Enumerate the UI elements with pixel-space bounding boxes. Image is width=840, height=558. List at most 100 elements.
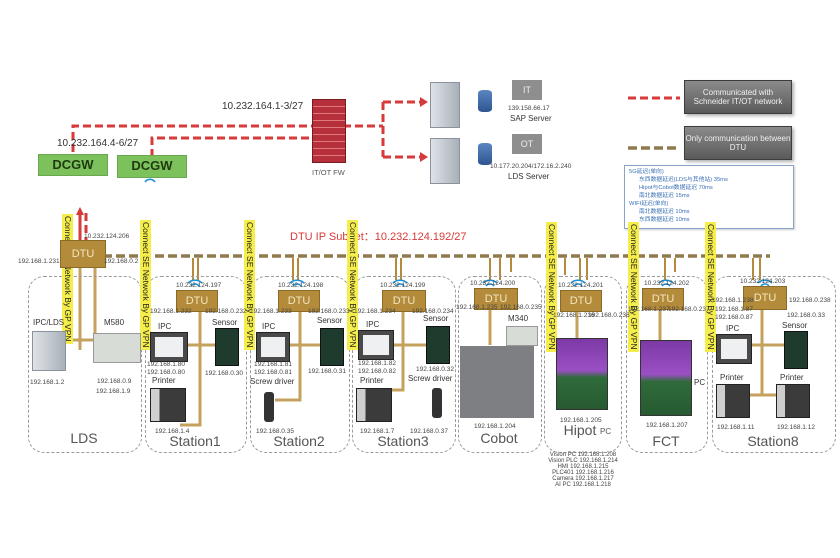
ipc-ip: 192.168.0.81 <box>254 369 292 376</box>
dcgw-node-2[interactable]: DCGW <box>117 155 187 178</box>
vpn-label: Connect SE Network By GP VPN <box>546 222 557 352</box>
printer-icon[interactable] <box>150 388 186 422</box>
dcgw1-fw-link <box>71 124 312 152</box>
latency-heading-5g: 5G延迟(单向) <box>629 169 664 175</box>
screwdriver-ip: 192.168.0.35 <box>256 428 294 435</box>
sensor-icon[interactable] <box>320 328 344 366</box>
hipot-machine-ip: 192.168.1.205 <box>560 417 602 424</box>
ipc-ip: 192.168.0.87 <box>715 314 753 321</box>
latency-item: 东西数据延迟 10ms <box>639 217 690 223</box>
vpn-label: Connect SE Network By GP VPN <box>347 220 358 350</box>
hipot-machine-icon[interactable] <box>556 338 608 410</box>
dtu-node-station8[interactable]: DTU <box>743 286 787 310</box>
printer-icon[interactable] <box>776 384 810 418</box>
wifi-icon <box>570 279 586 287</box>
hipot-ip-item: HMI 192.168.1.215 <box>557 464 609 470</box>
dtu-ip-top: 10.232.124.198 <box>278 282 324 289</box>
hipot-ip-item: AI PC 192.168.1.218 <box>555 482 611 488</box>
sensor-label: Sensor <box>212 318 238 327</box>
plc-m580-ip: 192.168.1.9 <box>96 388 131 395</box>
zone-label-hipot: Hipot <box>563 422 597 438</box>
dtu-node-lds[interactable]: DTU <box>60 240 106 268</box>
legend-tan-label: Only communication between DTU <box>684 126 792 160</box>
screwdriver-icon[interactable] <box>264 392 274 422</box>
dtu-ip-left: 192.168.1.232 <box>150 308 192 315</box>
sensor-icon[interactable] <box>784 331 808 369</box>
sap-server-ip: 139.158.66.17 <box>508 105 550 112</box>
ipc-ip: 192.168.1.82 <box>358 360 396 367</box>
dtu-node-hipot[interactable]: DTU <box>560 290 602 312</box>
sensor-ip: 192.168.0.31 <box>308 368 346 375</box>
ipc-lds-label: IPC/LDS <box>33 318 65 327</box>
dcgw-node-1[interactable]: DCGW <box>38 154 108 176</box>
hipot-extra-ips: Vision PC 192.168.1.208 Vision PLC 192.1… <box>546 452 620 488</box>
dtu-ip-top: 10.232.124.206 <box>84 233 130 240</box>
sensor-label: Sensor <box>317 316 343 325</box>
dtu-ip-right: 192.168.0.238 <box>789 297 831 304</box>
dtu-ip-left: 192.168.1.231 <box>18 258 60 265</box>
zone-label-station3: Station3 <box>377 433 429 449</box>
ipc-icon[interactable] <box>358 330 394 360</box>
database-icon <box>478 143 492 165</box>
fw-ip-label: 10.232.164.1-3/27 <box>222 101 304 112</box>
printer-ip: 192.168.1.11 <box>717 424 755 431</box>
dtu-node-fct[interactable]: DTU <box>642 288 684 310</box>
fct-machine-icon[interactable] <box>640 340 692 416</box>
vpn-label: Connect SE Network By GP VPN <box>244 220 255 350</box>
latency-item: 南北数据延迟 10ms <box>639 209 690 215</box>
dtu-node-cobot[interactable]: DTU <box>474 288 518 310</box>
legend-red-label: Communicated with Schneider IT/OT networ… <box>684 80 792 114</box>
firewall-label: IT/OT FW <box>312 168 345 177</box>
cobot-icon[interactable] <box>460 346 534 418</box>
printer-ip: 192.168.1.4 <box>155 428 190 435</box>
ipc-icon[interactable] <box>150 332 188 362</box>
dtu-ip-right: 192.168.0.236 <box>588 312 630 319</box>
sensor-ip: 192.168.0.33 <box>787 312 825 319</box>
latency-heading-wifi: WIFI延迟(单向) <box>629 201 669 207</box>
dtu-backbone <box>103 146 770 258</box>
ipc-ip: 192.168.1.87 <box>715 306 753 313</box>
hipot-ip-item: Vision PC 192.168.1.208 <box>549 452 617 458</box>
wifi-icon <box>757 279 773 287</box>
ipc-label: IPC <box>262 322 276 331</box>
cobot-ip: 192.168.1.204 <box>474 423 516 430</box>
zone-fct <box>626 276 708 453</box>
sensor-icon[interactable] <box>426 326 450 364</box>
hipot-ip-item: Vision PLC 192.168.1.214 <box>548 458 618 464</box>
dtu-ip-right: 192.168.0.234 <box>412 308 454 315</box>
zone-station3 <box>352 276 456 453</box>
lds-server-label: LDS Server <box>508 172 550 181</box>
screwdriver-icon[interactable] <box>432 388 442 418</box>
vpn-label: Connect SE Network By GP VPN <box>628 222 639 352</box>
fct-machine-ip: 192.168.1.207 <box>646 422 688 429</box>
ipc-ip: 192.168.0.82 <box>358 368 396 375</box>
printer-icon[interactable] <box>716 384 750 418</box>
ipc-icon[interactable] <box>716 334 752 364</box>
sap-server-icon[interactable] <box>430 82 460 128</box>
ipc-icon[interactable] <box>256 332 290 362</box>
plc-m580-ip: 192.168.0.9 <box>97 378 132 385</box>
wifi-icon <box>658 279 674 287</box>
hipot-ip-item: Camera 192.168.1.217 <box>552 476 614 482</box>
dtu-ip-left: 192.168.1.237 <box>628 306 670 313</box>
sensor-icon[interactable] <box>215 328 239 366</box>
printer-ip: 192.168.1.7 <box>360 428 395 435</box>
firewall-icon[interactable] <box>312 99 346 163</box>
dtu-ip-right: 192.168.0.232 <box>205 308 247 315</box>
dtu-ip-top: 10.232.124.203 <box>740 278 786 285</box>
plc-m340-icon[interactable] <box>506 326 538 346</box>
it-ot-links <box>71 96 680 245</box>
ot-tag: OT <box>512 134 542 154</box>
printer-icon[interactable] <box>356 388 392 422</box>
dtu-node-station3[interactable]: DTU <box>382 290 426 312</box>
lds-server-icon[interactable] <box>430 138 460 184</box>
dtu-node-station1[interactable]: DTU <box>176 290 218 312</box>
dtu-ip-top: 10.232.124.199 <box>380 282 426 289</box>
dtu-node-station2[interactable]: DTU <box>278 290 320 312</box>
dtu-subnet-label: DTU IP Subnet：10.232.124.192/27 <box>290 231 467 243</box>
ipc-label: IPC <box>366 320 380 329</box>
plc-m580-icon[interactable] <box>93 333 141 363</box>
dtu-ip-right: 192.168.0.233 <box>308 308 350 315</box>
zone-label-station8: Station8 <box>747 433 799 449</box>
ipc-lds-icon[interactable] <box>32 331 66 371</box>
